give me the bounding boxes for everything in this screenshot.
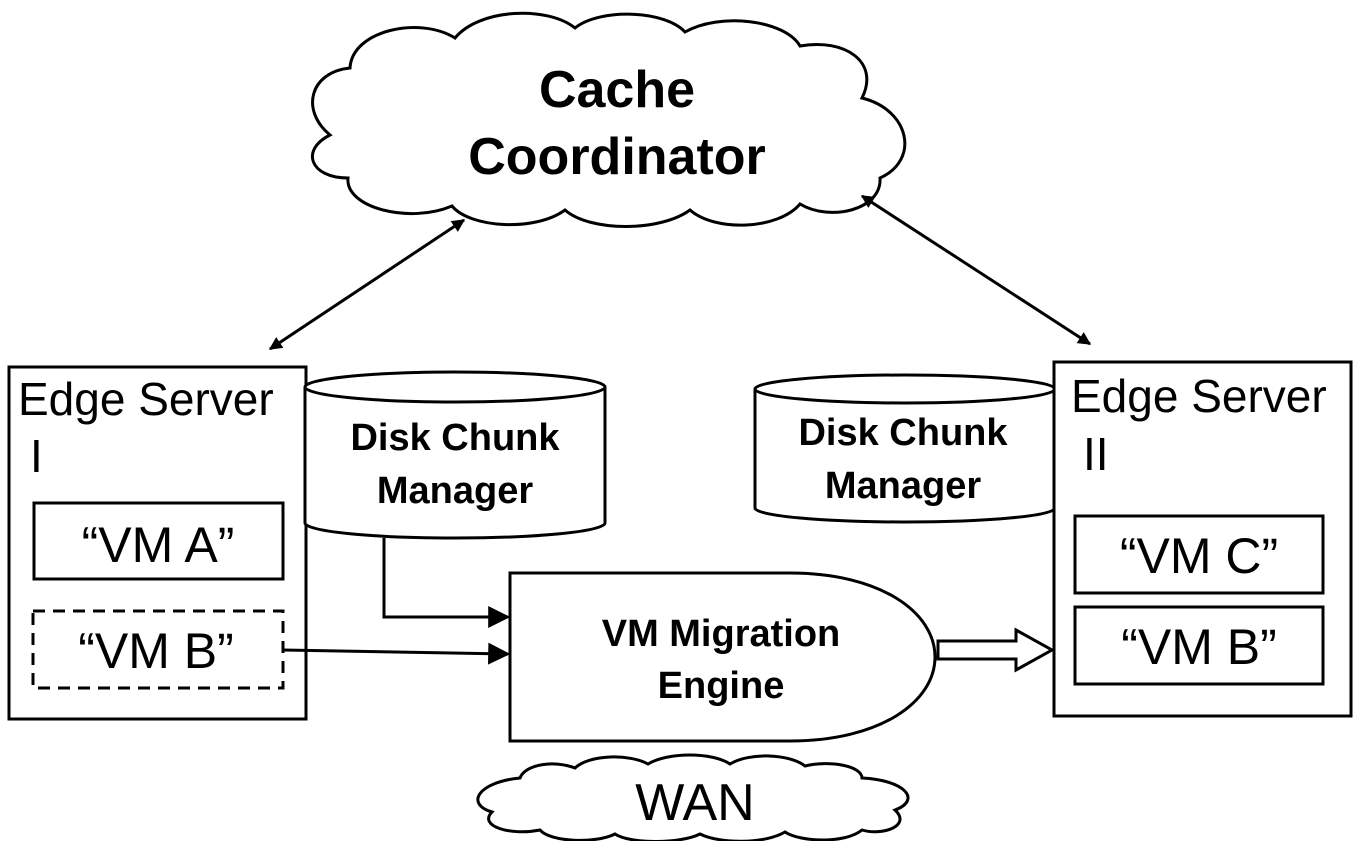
edge-server-1-title-1: Edge Server xyxy=(18,373,274,425)
vm-c-box xyxy=(1073,514,1325,595)
coordinator-to-edge-server-1-arrow xyxy=(268,218,466,351)
disk-chunk-manager-2-body xyxy=(753,389,1057,524)
disk-chunk-manager-1-body xyxy=(303,387,607,540)
disk-chunk-manager-1-label-1: Disk Chunk xyxy=(350,417,560,459)
cache-coordinator-label-2: Coordinator xyxy=(468,128,766,186)
vm-migration-engine-label-1: VM Migration xyxy=(602,613,841,655)
vm-c-label: “VM C” xyxy=(1120,528,1278,584)
coordinator-to-edge-server-2-arrow xyxy=(860,194,1092,346)
disk-chunk-manager-2-top xyxy=(753,373,1057,405)
vm-a-label: “VM A” xyxy=(82,517,235,573)
edge-server-1-title-2: I xyxy=(30,430,43,482)
vm-b-source-box xyxy=(31,609,285,690)
disk-chunk-manager-1-label-2: Manager xyxy=(377,470,533,512)
vm-migration-engine-shape xyxy=(508,571,937,743)
vm-b-to-engine-arrow xyxy=(282,642,511,665)
engine-to-edge-server-2-arrow xyxy=(936,627,1056,673)
disk-chunk-manager-2-label-1: Disk Chunk xyxy=(798,412,1008,454)
vm-a-box xyxy=(32,501,285,581)
edge-server-1: Edge Server I “VM A” “VM B” xyxy=(7,365,308,721)
disk-chunk-manager-2: Disk Chunk Manager xyxy=(753,373,1057,524)
vm-migration-engine: VM Migration Engine xyxy=(508,571,937,743)
edge-server-2-title-2: II xyxy=(1083,428,1109,480)
vm-b-destination-box xyxy=(1073,605,1325,686)
disk-chunk-manager-1: Disk Chunk Manager xyxy=(303,370,607,540)
wan-cloud xyxy=(476,753,910,841)
cache-coordinator-cloud xyxy=(311,11,907,228)
vm-migration-engine-label-2: Engine xyxy=(658,665,785,707)
edge-server-2-title-1: Edge Server xyxy=(1071,370,1327,422)
edge-server-2: Edge Server II “VM C” “VM B” xyxy=(1052,360,1353,718)
cache-coordinator-label-1: Cache xyxy=(539,61,695,119)
disk-chunk-manager-1-top xyxy=(303,370,607,404)
disk-chunk-to-engine-arrow xyxy=(382,538,511,628)
disk-chunk-manager-2-label-2: Manager xyxy=(825,465,981,507)
cache-coordinator: Cache Coordinator xyxy=(311,11,907,228)
wan: WAN xyxy=(476,753,910,841)
vm-b-source-label: “VM B” xyxy=(78,623,234,679)
wan-label: WAN xyxy=(635,774,754,832)
vm-b-destination-label: “VM B” xyxy=(1121,619,1277,675)
